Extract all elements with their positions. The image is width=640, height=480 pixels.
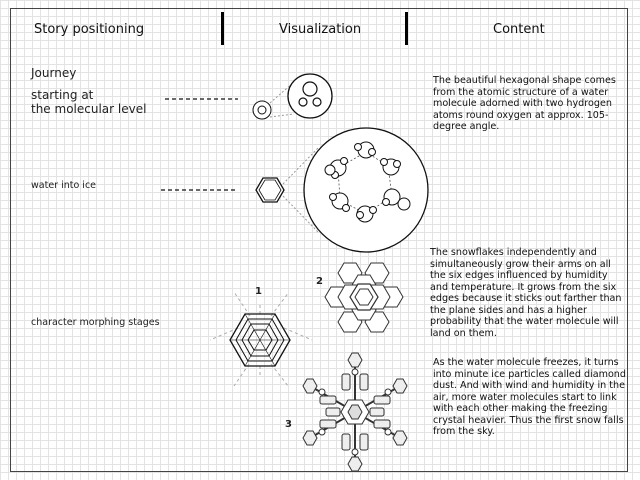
diagram-frame [10,8,628,472]
label-water-into-ice: water into ice [31,180,97,191]
header-separator-left [221,12,224,45]
small-hexagon-icon [255,177,285,203]
zoom-line-ice-bottom [282,195,319,233]
small-molecule-icon [252,100,272,120]
content-paragraph-growth: The snowflakes independently and simulta… [430,247,622,339]
zoom-line-molecule-bottom [269,113,295,118]
ice-lattice-icon [303,127,429,253]
header-story-positioning: Story positioning [34,22,145,37]
label-journey: Journey [31,66,77,80]
label-molecular-line1: starting at [31,88,94,102]
stage-1-arrows [209,291,313,387]
header-content: Content [493,22,545,37]
stage-2-hexagon-cluster-icon [324,262,404,333]
stage-number-3: 3 [285,419,292,430]
zoom-line-molecule-top [269,81,295,104]
content-paragraph-diamond-dust: As the water molecule freezes, it turns … [433,357,626,437]
content-paragraph-molecule: The beautiful hexagonal shape comes from… [433,75,616,132]
water-molecule-icon [287,73,333,119]
header-visualization: Visualization [279,22,362,37]
label-morphing-stages: character morphing stages [31,317,160,328]
stage-1-hexagon-icon [229,313,291,367]
stage-number-1: 1 [255,286,262,297]
zoom-line-ice-top [282,147,319,185]
header-separator-right [405,12,408,45]
label-molecular-line2: the molecular level [31,102,147,116]
stage-3-snowflake-icon [302,352,408,472]
stage-number-2: 2 [316,276,323,287]
